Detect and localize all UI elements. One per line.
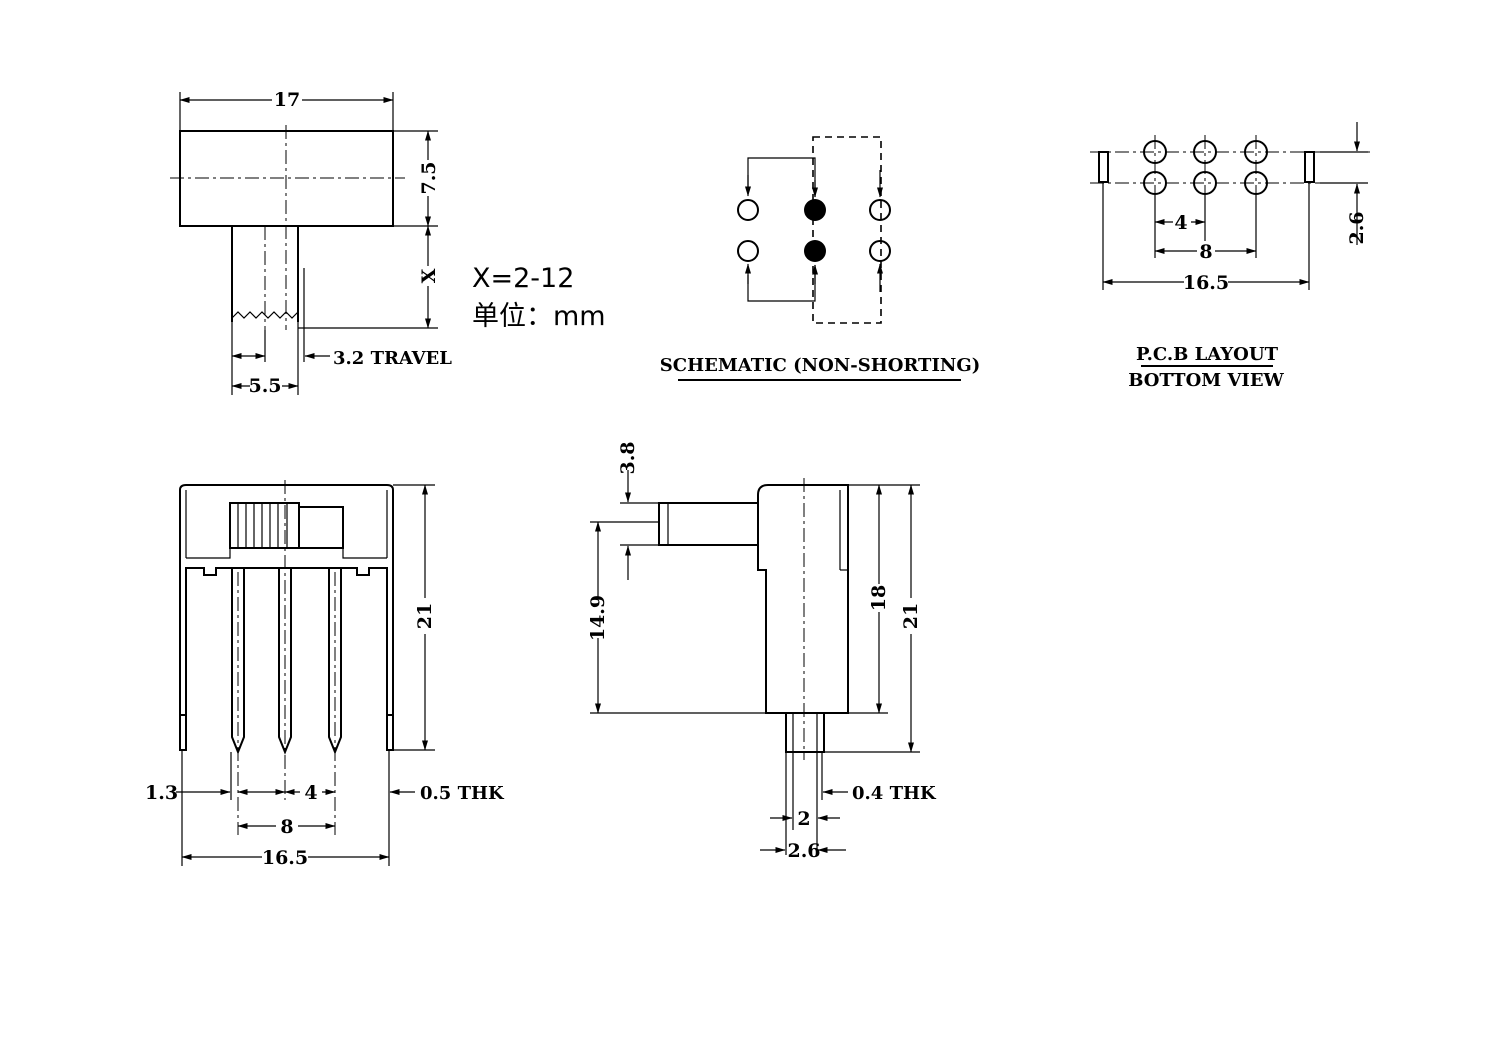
side-view: 3.8 14.9 18 21 2 2.6 0.4 THK <box>587 441 937 862</box>
schematic-title: SCHEMATIC (NON-SHORTING) <box>660 355 980 376</box>
front-pitch-4: 4 <box>304 782 317 804</box>
schematic: SCHEMATIC (NON-SHORTING) <box>660 136 980 381</box>
pcb-pitch-4: 4 <box>1174 212 1187 234</box>
pcb-title-line1: P.C.B LAYOUT <box>1136 344 1279 365</box>
front-view: 21 1.3 4 8 16.5 0.5 THK <box>145 480 505 869</box>
dim-travel: 3.2 TRAVEL <box>333 348 452 369</box>
pcb-title-line2: BOTTOM VIEW <box>1128 370 1284 391</box>
side-height-21: 21 <box>900 603 922 629</box>
dim-height-7-5: 7.5 <box>418 161 440 194</box>
side-height-18: 18 <box>868 585 890 611</box>
x-range-note: X=2-12 <box>472 263 574 294</box>
side-knob-3-8: 3.8 <box>617 441 639 474</box>
side-pin-2-6: 2.6 <box>787 840 820 862</box>
side-pin-2: 2 <box>797 808 810 830</box>
front-width-16-5: 16.5 <box>262 847 308 869</box>
dim-x: X <box>418 268 440 283</box>
top-view: 17 7.5 X X=2-12 单位：mm 3.2 TRAVEL 5.5 <box>170 88 606 397</box>
pcb-row-2-6: 2.6 <box>1346 211 1368 244</box>
dim-width-17: 17 <box>274 89 300 111</box>
pcb-layout: 4 8 16.5 2.6 P.C.B LAYOUT BOTTOM VIEW <box>1090 122 1370 391</box>
pcb-pitch-8: 8 <box>1199 241 1212 263</box>
side-height-14-9: 14.9 <box>587 595 609 641</box>
dim-actuator-width: 5.5 <box>248 375 281 397</box>
front-height-21: 21 <box>414 603 436 629</box>
front-thickness: 0.5 THK <box>420 783 505 804</box>
side-thickness: 0.4 THK <box>852 783 937 804</box>
unit-note: 单位：mm <box>472 301 606 332</box>
front-edge-1-3: 1.3 <box>145 782 178 804</box>
front-pitch-8: 8 <box>280 816 293 838</box>
pcb-width-16-5: 16.5 <box>1183 272 1229 294</box>
